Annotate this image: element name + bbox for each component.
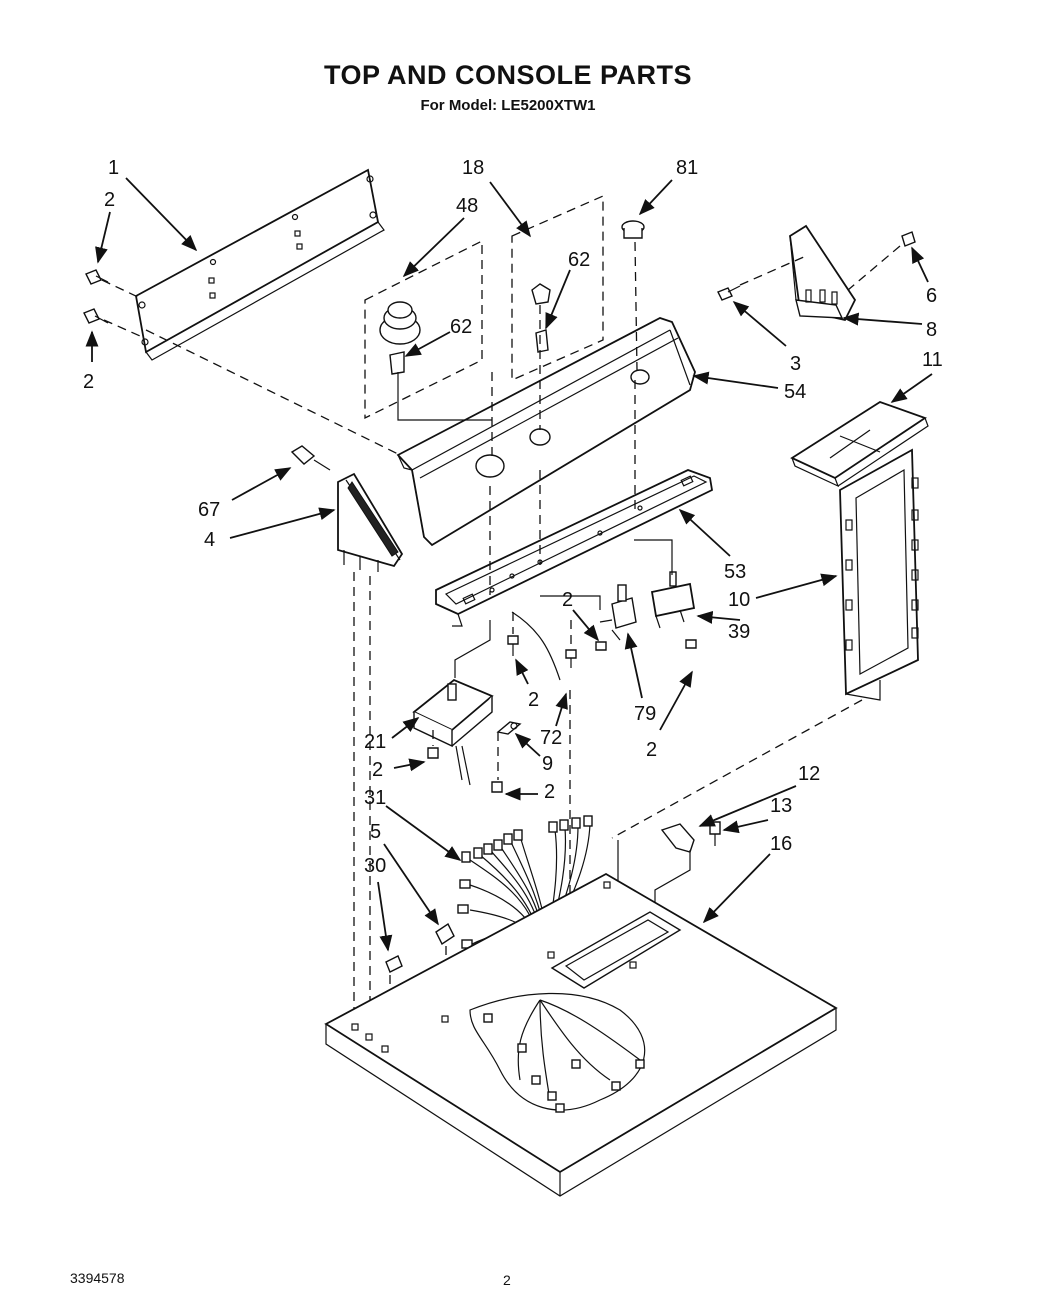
callout-label: 18	[462, 157, 484, 179]
callout-label: 39	[728, 621, 750, 643]
callout-labels: 1 2 2 18 48 62 62 81 6 3 8 54 11 67 4 53…	[83, 157, 943, 877]
callout-label: 62	[450, 316, 472, 338]
callout-label: 48	[456, 195, 478, 217]
push-button-part	[621, 220, 645, 239]
wire-clip-part	[385, 922, 455, 973]
bracket-clip-part	[660, 821, 721, 853]
callout-label: 62	[568, 249, 590, 271]
page-number: 2	[503, 1272, 511, 1288]
wire-harness-part	[457, 815, 593, 949]
selector-knob-part	[531, 283, 551, 353]
callout-label: 2	[562, 589, 573, 611]
console-channel-part	[396, 317, 696, 547]
panel-cover-part	[790, 401, 929, 488]
callout-label: 11	[922, 349, 943, 371]
callout-label: 2	[372, 759, 383, 781]
callout-label: 6	[926, 285, 937, 307]
callout-label: 8	[926, 319, 937, 341]
callout-label: 81	[676, 157, 698, 179]
model-subtitle: For Model: LE5200XTW1	[420, 97, 596, 114]
callout-label: 21	[364, 731, 386, 753]
callout-label: 2	[528, 689, 539, 711]
callout-label: 12	[798, 763, 820, 785]
page-title: TOP AND CONSOLE PARTS	[323, 60, 693, 90]
callout-label: 79	[634, 703, 656, 725]
screw-part	[507, 635, 697, 668]
callout-label: 1	[108, 157, 119, 179]
callout-label: 16	[770, 833, 792, 855]
callout-label: 2	[83, 371, 94, 393]
callout-label: 2	[104, 189, 115, 211]
callout-label: 3	[790, 353, 801, 375]
document-number: 3394578	[70, 1270, 125, 1286]
callout-label: 13	[770, 795, 792, 817]
callout-label: 30	[364, 855, 386, 877]
callout-label: 53	[724, 561, 746, 583]
screw-part	[427, 747, 503, 793]
callout-leaders	[85, 177, 933, 952]
back-panel-part	[134, 168, 385, 361]
screw-part	[717, 231, 916, 301]
callout-label: 67	[198, 499, 220, 521]
callout-label: 5	[370, 821, 381, 843]
callout-label: 31	[364, 787, 386, 809]
panel-frame-part	[839, 448, 919, 701]
end-cap-part	[337, 472, 404, 572]
callout-label: 54	[784, 381, 806, 403]
screw-part	[83, 269, 109, 324]
clip-part	[290, 445, 331, 471]
switch-part	[650, 571, 696, 629]
end-bracket-part	[789, 224, 857, 322]
callout-label: 2	[646, 739, 657, 761]
knob-part	[379, 301, 421, 375]
switch-part	[599, 584, 637, 641]
callout-label: 72	[540, 727, 562, 749]
callout-label: 10	[728, 589, 750, 611]
clamp-part	[496, 721, 522, 735]
top-panel-part	[324, 872, 838, 1197]
callout-label: 2	[544, 781, 555, 803]
callout-label: 4	[204, 529, 215, 551]
timer-part	[412, 678, 494, 786]
callout-label: 9	[542, 753, 553, 775]
console-support-part	[435, 469, 713, 627]
